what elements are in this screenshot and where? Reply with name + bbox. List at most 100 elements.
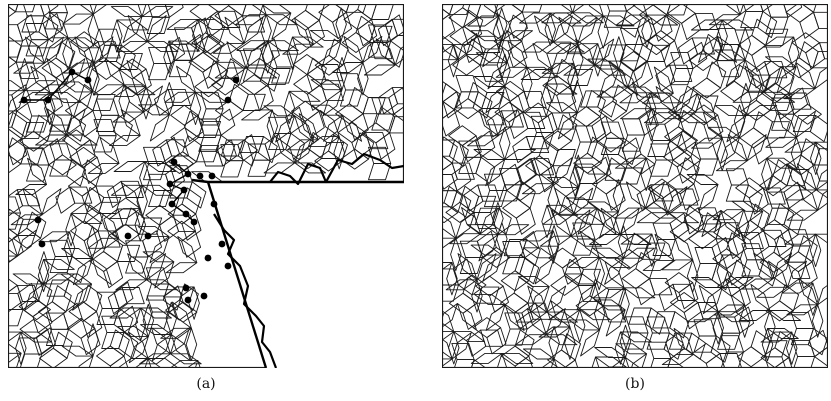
thin-rhombus bbox=[594, 298, 605, 330]
fat-rhombus bbox=[201, 93, 223, 109]
thin-rhombus bbox=[703, 288, 722, 314]
thin-rhombus bbox=[818, 279, 828, 305]
thin-rhombus bbox=[699, 185, 718, 211]
fat-rhombus bbox=[241, 137, 263, 153]
thin-rhombus bbox=[740, 28, 751, 60]
thin-rhombus bbox=[177, 66, 196, 92]
fat-rhombus bbox=[8, 4, 21, 12]
thin-rhombus bbox=[575, 164, 606, 174]
fat-rhombus bbox=[108, 288, 127, 314]
fat-rhombus bbox=[500, 293, 528, 313]
marked-vertex bbox=[205, 255, 212, 262]
fat-rhombus bbox=[329, 135, 348, 161]
fat-rhombus bbox=[459, 275, 487, 295]
thin-rhombus bbox=[50, 92, 81, 102]
fat-rhombus bbox=[8, 36, 21, 62]
marked-vertex bbox=[35, 217, 42, 224]
thin-rhombus bbox=[799, 184, 818, 210]
fat-rhombus bbox=[794, 104, 822, 124]
fat-rhombus bbox=[340, 74, 362, 90]
fat-rhombus bbox=[793, 115, 815, 131]
thin-rhombus bbox=[615, 332, 626, 364]
fat-rhombus bbox=[27, 165, 49, 181]
fat-rhombus bbox=[56, 187, 75, 213]
fat-rhombus bbox=[63, 303, 82, 329]
fat-rhombus bbox=[442, 191, 457, 207]
fat-rhombus bbox=[243, 94, 265, 110]
fat-rhombus bbox=[306, 4, 325, 20]
fat-rhombus bbox=[736, 178, 764, 198]
thin-rhombus bbox=[643, 260, 674, 270]
thin-rhombus bbox=[74, 4, 93, 14]
thin-rhombus bbox=[462, 208, 481, 234]
fat-rhombus bbox=[786, 4, 814, 22]
thin-rhombus bbox=[620, 325, 631, 357]
thin-rhombus bbox=[498, 225, 529, 235]
marked-vertex bbox=[169, 201, 176, 208]
thin-rhombus bbox=[276, 116, 295, 142]
thin-rhombus bbox=[323, 90, 342, 116]
thin-rhombus bbox=[516, 335, 547, 345]
thin-rhombus bbox=[147, 42, 178, 52]
fat-rhombus bbox=[164, 4, 183, 17]
fat-rhombus bbox=[570, 69, 592, 85]
fat-rhombus bbox=[102, 332, 124, 348]
thin-rhombus bbox=[812, 305, 823, 337]
fat-rhombus bbox=[726, 185, 748, 201]
fat-rhombus bbox=[815, 347, 828, 367]
fat-rhombus bbox=[216, 101, 244, 121]
fat-rhombus bbox=[50, 144, 72, 160]
fat-rhombus bbox=[452, 165, 471, 191]
marked-vertex bbox=[209, 173, 216, 180]
fat-rhombus bbox=[766, 17, 788, 33]
thin-rhombus bbox=[137, 4, 148, 17]
thin-rhombus bbox=[626, 182, 645, 208]
fat-rhombus bbox=[520, 232, 539, 258]
fat-rhombus bbox=[40, 348, 68, 368]
marked-vertex bbox=[183, 211, 190, 218]
thin-rhombus bbox=[581, 330, 600, 356]
marked-vertex bbox=[69, 69, 76, 76]
caption-b: (b) bbox=[605, 375, 665, 393]
thin-rhombus bbox=[170, 354, 201, 364]
marked-vertex bbox=[185, 171, 192, 178]
fat-rhombus bbox=[752, 19, 771, 45]
fat-rhombus bbox=[679, 38, 698, 64]
thin-rhombus bbox=[16, 332, 27, 364]
thin-rhombus bbox=[553, 158, 572, 184]
fat-rhombus bbox=[476, 157, 495, 183]
fat-rhombus bbox=[516, 208, 535, 234]
thin-rhombus bbox=[573, 16, 604, 26]
fat-rhombus bbox=[392, 88, 404, 104]
thin-rhombus bbox=[523, 349, 554, 359]
marked-vertex bbox=[181, 187, 188, 194]
thin-rhombus bbox=[674, 328, 693, 354]
thin-rhombus bbox=[147, 16, 166, 42]
fat-rhombus bbox=[20, 338, 42, 354]
fat-rhombus bbox=[370, 43, 392, 59]
fat-rhombus bbox=[726, 169, 748, 185]
thin-rhombus bbox=[138, 227, 169, 237]
marked-vertex bbox=[167, 181, 174, 188]
thin-rhombus bbox=[522, 67, 533, 99]
thin-rhombus bbox=[442, 359, 452, 368]
fat-rhombus bbox=[772, 114, 794, 130]
marked-vertex bbox=[225, 97, 232, 104]
fat-rhombus bbox=[79, 85, 98, 111]
fat-rhombus bbox=[16, 4, 38, 12]
fat-rhombus bbox=[597, 132, 625, 152]
fat-rhombus bbox=[321, 84, 343, 100]
fat-rhombus bbox=[800, 4, 819, 12]
fat-rhombus bbox=[670, 312, 689, 338]
thin-rhombus bbox=[573, 4, 592, 13]
fat-rhombus bbox=[117, 245, 139, 261]
fat-rhombus bbox=[692, 344, 720, 364]
fat-rhombus bbox=[783, 4, 802, 17]
fat-rhombus bbox=[272, 67, 294, 83]
thin-rhombus bbox=[500, 127, 511, 159]
thin-rhombus bbox=[105, 59, 124, 85]
thin-rhombus bbox=[88, 324, 99, 356]
marked-vertex bbox=[225, 263, 232, 270]
fat-rhombus bbox=[126, 257, 148, 273]
thin-rhombus bbox=[287, 37, 298, 69]
